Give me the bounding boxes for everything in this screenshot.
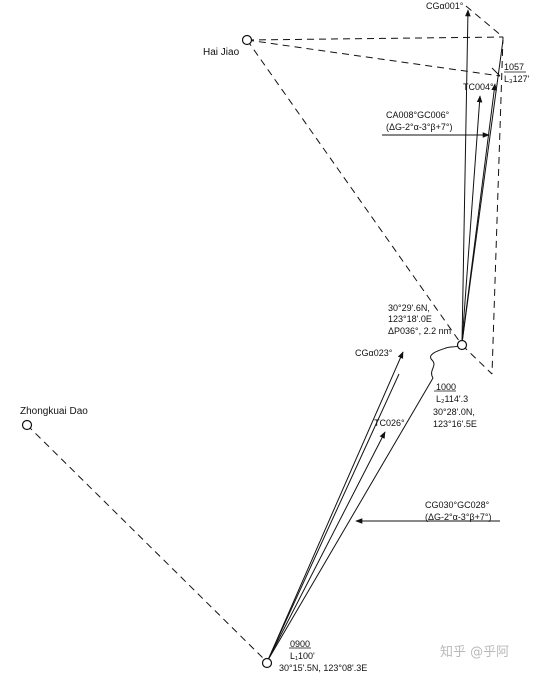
current-vector-bottom <box>461 344 493 375</box>
tc-leg1-arrow <box>267 431 386 661</box>
zhongkuai-marker <box>21 419 33 431</box>
dashed-lines <box>26 5 504 663</box>
tc-leg2-label: TC004° <box>463 82 494 92</box>
time-1057-label: 1057 <box>504 62 524 72</box>
observed-bearing-label: ΔP036°, 2.2 nm <box>388 326 451 336</box>
hai-jiao-label: Hai Jiao <box>203 47 240 58</box>
fix-0900-marker <box>261 657 273 669</box>
bearing-line-haijiao-lower <box>246 39 501 77</box>
observed-lat-label: 30°29'.6N, <box>388 303 430 313</box>
current-vector-top <box>465 5 504 38</box>
cg-leg1-label: CGα023° <box>355 348 393 358</box>
observed-lon-label: 123°18'.0E <box>388 314 432 324</box>
cg-leg2-arrow <box>461 9 471 344</box>
bearing-line-haijiao-fix <box>246 39 463 346</box>
leg2-line-right <box>461 39 504 344</box>
leg1-correction-label: (ΔG-2°α-3°β+7°) <box>425 512 491 522</box>
fix-markers <box>21 34 468 669</box>
log-0900-label: L₁100' <box>290 651 315 661</box>
leg2-correction-label: (ΔG-2°α-3°β+7°) <box>386 122 452 132</box>
time-underlines <box>289 71 526 649</box>
bearing-line-haijiao-top <box>246 36 504 41</box>
time-0900-label: 0900 <box>290 639 310 649</box>
cg-leg1-arrow <box>267 351 404 661</box>
squiggle-line <box>430 344 461 379</box>
leg1-lines <box>267 351 500 661</box>
observed-fix-marker <box>456 339 468 351</box>
bearing-line-zhongkuai <box>26 424 268 663</box>
log-1057-label: L₃127' <box>504 74 530 84</box>
watermark-text: 知乎 @乎阿 <box>440 644 509 660</box>
log-1000-label: L₂114'.3 <box>436 394 468 404</box>
tc-leg1-label: TC026° <box>374 418 405 428</box>
leg1-track-line <box>267 377 434 661</box>
tick-mark-1057 <box>491 67 501 77</box>
cg-leg2-label: CGα001° <box>426 1 464 11</box>
haijiao-marker <box>241 34 253 46</box>
tc-leg2-arrow <box>461 95 483 344</box>
leg2-lines <box>382 9 504 344</box>
leg1-course-label: CG030°GC028° <box>425 500 490 510</box>
time-1000-label: 1000 <box>436 382 456 392</box>
leg1-heading-line <box>267 373 400 661</box>
zhongkuai-dao-label: Zhongkuai Dao <box>20 406 88 417</box>
lat-1000-label: 30°28'.0N, <box>433 407 475 417</box>
position-0900-label: 30°15'.5N, 123°08'.3E <box>279 663 367 673</box>
lon-1000-label: 123°16'.5E <box>433 419 477 429</box>
current-vector-right <box>491 36 504 375</box>
leg2-course-label: CA008°GC006° <box>386 110 450 120</box>
